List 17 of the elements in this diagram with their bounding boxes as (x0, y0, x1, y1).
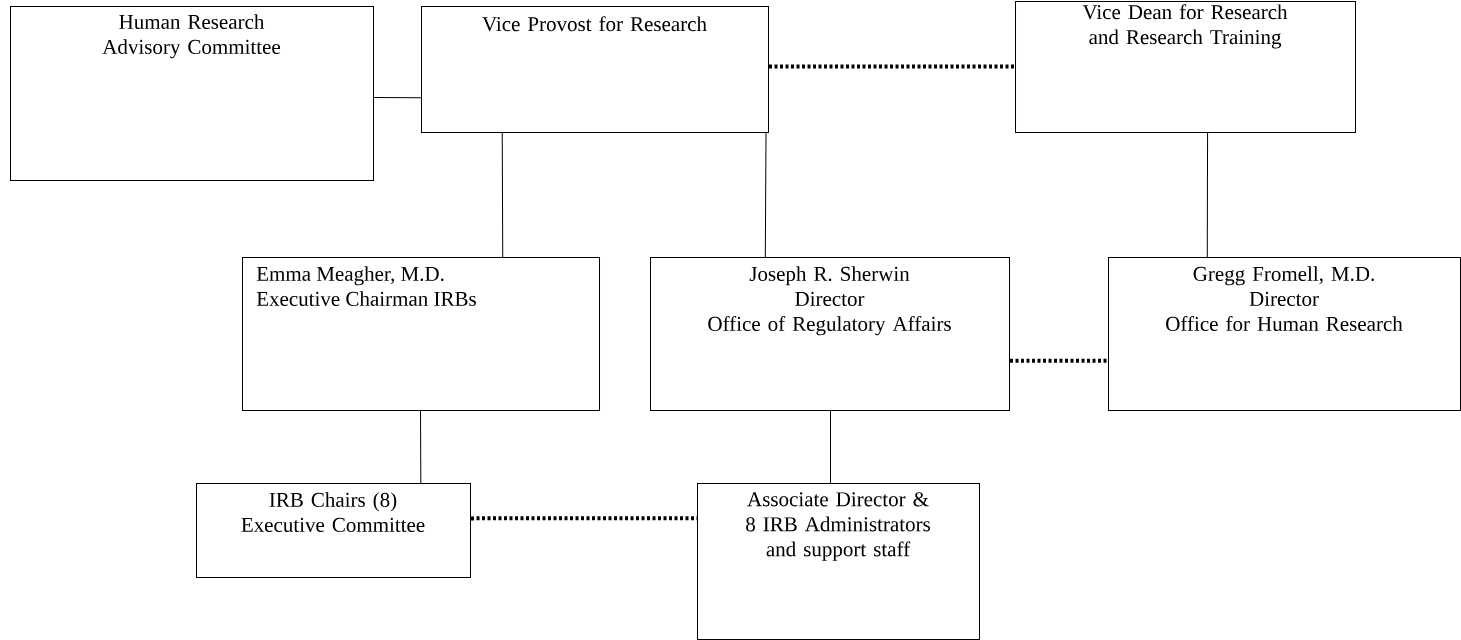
dotted-line (769, 64, 1015, 69)
org-box: Vice Dean for Research and Research Training (1015, 1, 1356, 133)
org-box: Associate Director & 8 IRB Administrators and support staff (697, 483, 980, 640)
org-box: Joseph R. Sherwin Director Office of Regulatory Affairs (650, 257, 1010, 411)
org-box: Gregg Fromell, M.D. Director Office for Human Research (1108, 257, 1461, 411)
org-box: Human Research Advisory Committee (10, 6, 374, 181)
org-box: Vice Provost for Research (421, 6, 769, 133)
dotted-line (1010, 358, 1108, 363)
connector-line (420, 410, 422, 484)
dotted-line (471, 516, 697, 521)
org-box: IRB Chairs (8) Executive Committee (196, 483, 471, 578)
connector-line (373, 97, 422, 99)
connector-line (501, 132, 504, 258)
connector-line (1206, 132, 1209, 258)
org-box: Emma Meagher, M.D. Executive Chairman IRBs (242, 257, 600, 411)
connector-line (829, 410, 831, 484)
connector-line (764, 132, 767, 258)
